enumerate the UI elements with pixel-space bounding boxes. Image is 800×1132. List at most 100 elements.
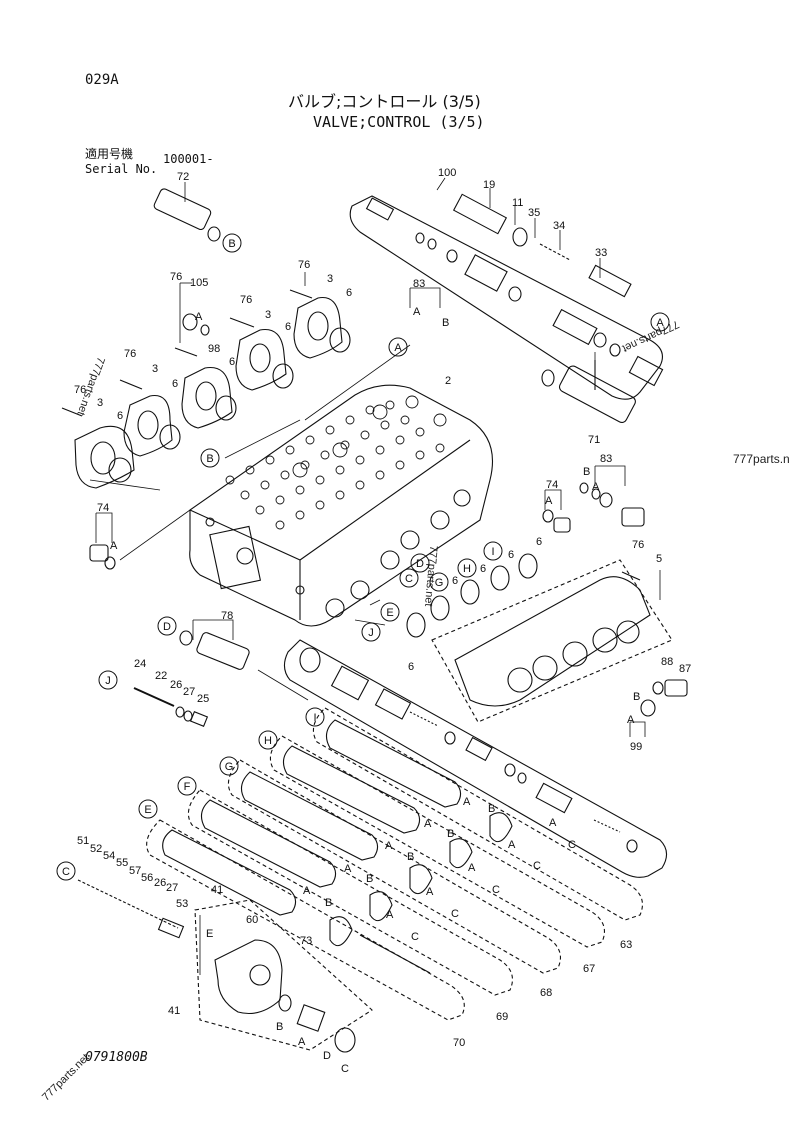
plain-c-3: C [492, 884, 500, 896]
letter-e-2: E [144, 804, 151, 816]
relief-valve-78 [179, 630, 250, 670]
callout-33: 33 [595, 247, 607, 259]
callout-3-b: 3 [265, 309, 271, 321]
callout-63: 63 [620, 939, 632, 951]
callout-2: 2 [445, 375, 451, 387]
serial-label-japanese: 適用号機 [85, 147, 134, 161]
callout-22: 22 [155, 670, 167, 682]
plain-a-1: A [413, 306, 421, 318]
callout-27-a: 27 [183, 686, 195, 698]
letter-j-2: J [105, 675, 111, 687]
callout-74-a: 74 [546, 479, 558, 491]
callout-76-d: 76 [124, 348, 136, 360]
plain-a-8: A [549, 817, 557, 829]
callout-56: 56 [141, 872, 153, 884]
plain-a-5: A [110, 540, 118, 552]
letter-f-1: F [184, 781, 191, 793]
spool-f [187, 789, 513, 996]
plain-b-7: B [366, 873, 373, 885]
plain-letters: A B A B A A A A B A B A C A B A C A B A … [110, 306, 640, 1075]
callout-52: 52 [90, 843, 102, 855]
spool-e [146, 819, 465, 1021]
callout-70: 70 [453, 1037, 465, 1049]
spool-g [227, 759, 561, 974]
top-spool-assembly [349, 193, 664, 400]
plain-a-17: A [298, 1036, 306, 1048]
parts-83-74-right [89, 482, 645, 581]
pilot-parts-j [133, 687, 209, 727]
callout-83-a: 83 [413, 278, 425, 290]
letter-h-1: H [463, 563, 471, 575]
callout-27-b: 27 [166, 882, 178, 894]
pilot-parts-c [77, 879, 185, 939]
plain-a-9: A [424, 818, 432, 830]
callout-6-j: 6 [408, 661, 414, 673]
callout-76-c: 76 [240, 294, 252, 306]
plain-c-2: C [533, 860, 541, 872]
callout-78: 78 [221, 610, 233, 622]
title-japanese: バルブ;コントロール (3/5) [288, 92, 481, 111]
letter-b-1: B [228, 238, 235, 250]
plain-d-1: D [323, 1050, 331, 1062]
plug-87 [640, 679, 688, 717]
callout-6-f: 6 [536, 536, 542, 548]
plain-a-15: A [303, 885, 311, 897]
callout-24: 24 [134, 658, 146, 670]
plain-a-13: A [344, 863, 352, 875]
letter-g-1: G [435, 577, 444, 589]
spool-h [269, 735, 605, 948]
callout-74-b: 74 [97, 502, 109, 514]
callout-99: 99 [630, 741, 642, 753]
plain-b-5: B [447, 828, 454, 840]
page-code: 029A [85, 72, 119, 88]
plain-c-4: C [451, 908, 459, 920]
callout-69: 69 [496, 1011, 508, 1023]
circled-letters [56, 233, 670, 881]
housing-5 [406, 553, 673, 723]
letter-c-2: C [62, 866, 70, 878]
circled-letter-labels: B A B D D C G H I E J J I H G F E C A [62, 238, 664, 878]
callout-76-f: 76 [632, 539, 644, 551]
flange-group [61, 289, 351, 489]
leader-lines [89, 177, 661, 975]
plain-b-9: B [276, 1021, 283, 1033]
plain-b-6: B [407, 851, 414, 863]
plain-c-6: C [341, 1063, 349, 1075]
letter-d-1: D [416, 558, 424, 570]
callout-26-b: 26 [154, 877, 166, 889]
callout-6-a: 6 [346, 287, 352, 299]
callout-67: 67 [583, 963, 595, 975]
callout-26-a: 26 [170, 679, 182, 691]
cartridge-71 [541, 360, 636, 423]
plain-c-5: C [411, 931, 419, 943]
letter-b-2: B [206, 453, 213, 465]
callout-11: 11 [512, 197, 523, 209]
valve-body-2 [189, 384, 494, 627]
callout-19: 19 [483, 179, 495, 191]
letter-i-2: I [313, 712, 316, 724]
plain-b-1: B [442, 317, 449, 329]
plain-b-2: B [583, 466, 590, 478]
plain-a-6: A [627, 714, 635, 726]
callout-76-b: 76 [170, 271, 182, 283]
serial-value: 100001- [163, 152, 214, 166]
middle-spool-assembly [283, 639, 668, 878]
plain-b-3: B [633, 691, 640, 703]
callout-3-a: 3 [327, 273, 333, 285]
drawing-number: 0791800B [85, 1050, 148, 1065]
callout-88: 88 [661, 656, 673, 668]
plain-a-12: A [468, 862, 476, 874]
callout-6-i: 6 [452, 575, 458, 587]
relief-valve-72 [153, 188, 221, 242]
letter-a-1: A [394, 342, 402, 354]
callout-76-a: 76 [298, 259, 310, 271]
callout-41-b: 41 [168, 1005, 180, 1017]
part-number-callouts: 100 19 11 35 34 33 72 76 3 6 76 105 76 3… [74, 167, 691, 1049]
cover-60 [194, 899, 373, 1053]
title-english: VALVE;CONTROL (3/5) [313, 113, 485, 131]
callout-6-e: 6 [117, 410, 123, 422]
spool-i [312, 707, 643, 921]
watermark-right: 777parts.n [733, 452, 790, 466]
plain-b-8: B [325, 897, 332, 909]
